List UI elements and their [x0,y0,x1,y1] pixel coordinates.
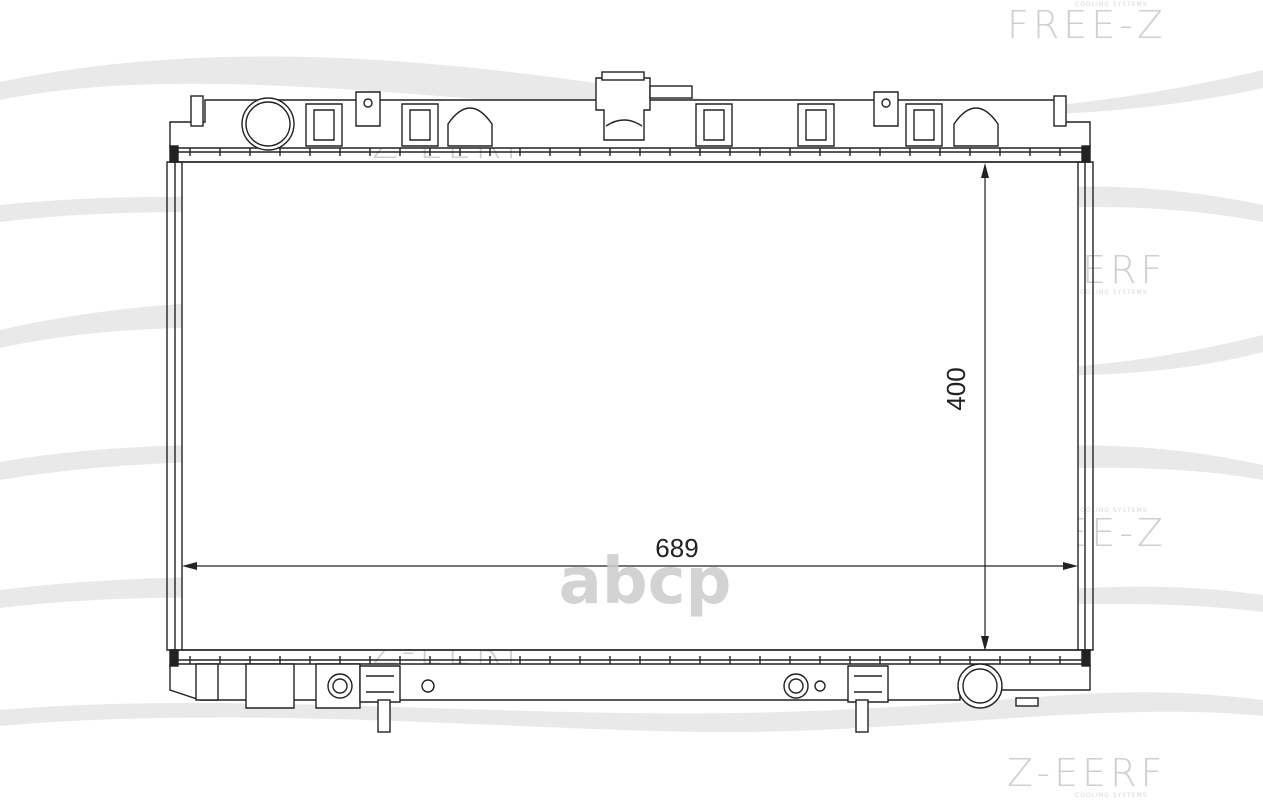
top-dome-2 [953,107,999,147]
radiator-core [181,161,1079,651]
dimensions [182,163,1078,651]
width-arrow-right [1063,562,1078,570]
height-dimension-label: 400 [941,367,971,410]
sensor-connector [649,85,693,99]
top-bracket-4 [797,103,835,147]
width-arrow-left [182,562,197,570]
radiator-outline [166,71,1094,733]
drain-plug-1 [327,673,353,699]
watermark-tagline-mirrored-bottom-right: COOLING SYSTEMS [1075,792,1148,799]
top-bracket-3 [695,103,733,147]
outlet-port [957,663,1003,709]
watermark-brand-mirrored-bottom-right: Z-EERF [1007,751,1166,795]
bottom-right-clamp [1081,649,1091,667]
watermark-tagline-right-mid: COOLING SYSTEMS [1075,507,1148,514]
height-arrow-top [981,163,989,178]
top-left-pin [190,95,204,127]
top-crimp-teeth [189,148,1061,156]
width-dimension-label: 689 [655,533,698,563]
drain-plug-1-inner [332,678,348,694]
bottom-hole-2 [814,680,826,692]
inlet-port-inner [245,101,291,147]
bottom-pin-right [855,699,869,733]
top-mount-1 [355,91,381,127]
top-bracket-1 [305,103,343,147]
top-dome-1 [447,107,493,147]
bottom-crimp-teeth [189,656,1061,664]
watermark-brand-top-right: FREE-Z [1007,3,1167,47]
inlet-port [241,97,295,151]
top-left-clamp [169,145,179,163]
sensor-cap [601,71,645,81]
bottom-bracket-1 [195,663,219,701]
abcp-watermark-logo: abcp [559,545,732,619]
bottom-bracket-3 [359,665,401,703]
drain-plug-2-inner [788,678,804,694]
watermark-tagline-top-right: COOLING SYSTEMS [1075,1,1148,8]
top-right-pin [1053,95,1067,127]
top-bracket-5 [905,103,943,147]
top-right-clamp [1081,145,1091,163]
height-arrow-bottom [981,636,989,651]
outlet-port-inner [962,668,998,704]
bottom-bracket-4 [847,665,889,703]
drain-plug-2 [783,673,809,699]
outlet-tab [1015,697,1039,707]
top-mount-hole-1 [363,98,373,108]
top-bracket-2 [401,103,439,147]
top-mount-2 [873,91,899,127]
bottom-pin-left [377,699,391,733]
bottom-bracket-2 [245,663,295,709]
watermark-tagline-mirrored-right: COOLING SYSTEMS [1075,289,1148,296]
bottom-left-clamp [169,649,179,667]
sensor-body [605,119,643,127]
top-mount-hole-2 [881,98,891,108]
bottom-tank [169,663,1091,701]
bottom-hole-1 [421,679,435,693]
sensor-housing [595,77,651,141]
